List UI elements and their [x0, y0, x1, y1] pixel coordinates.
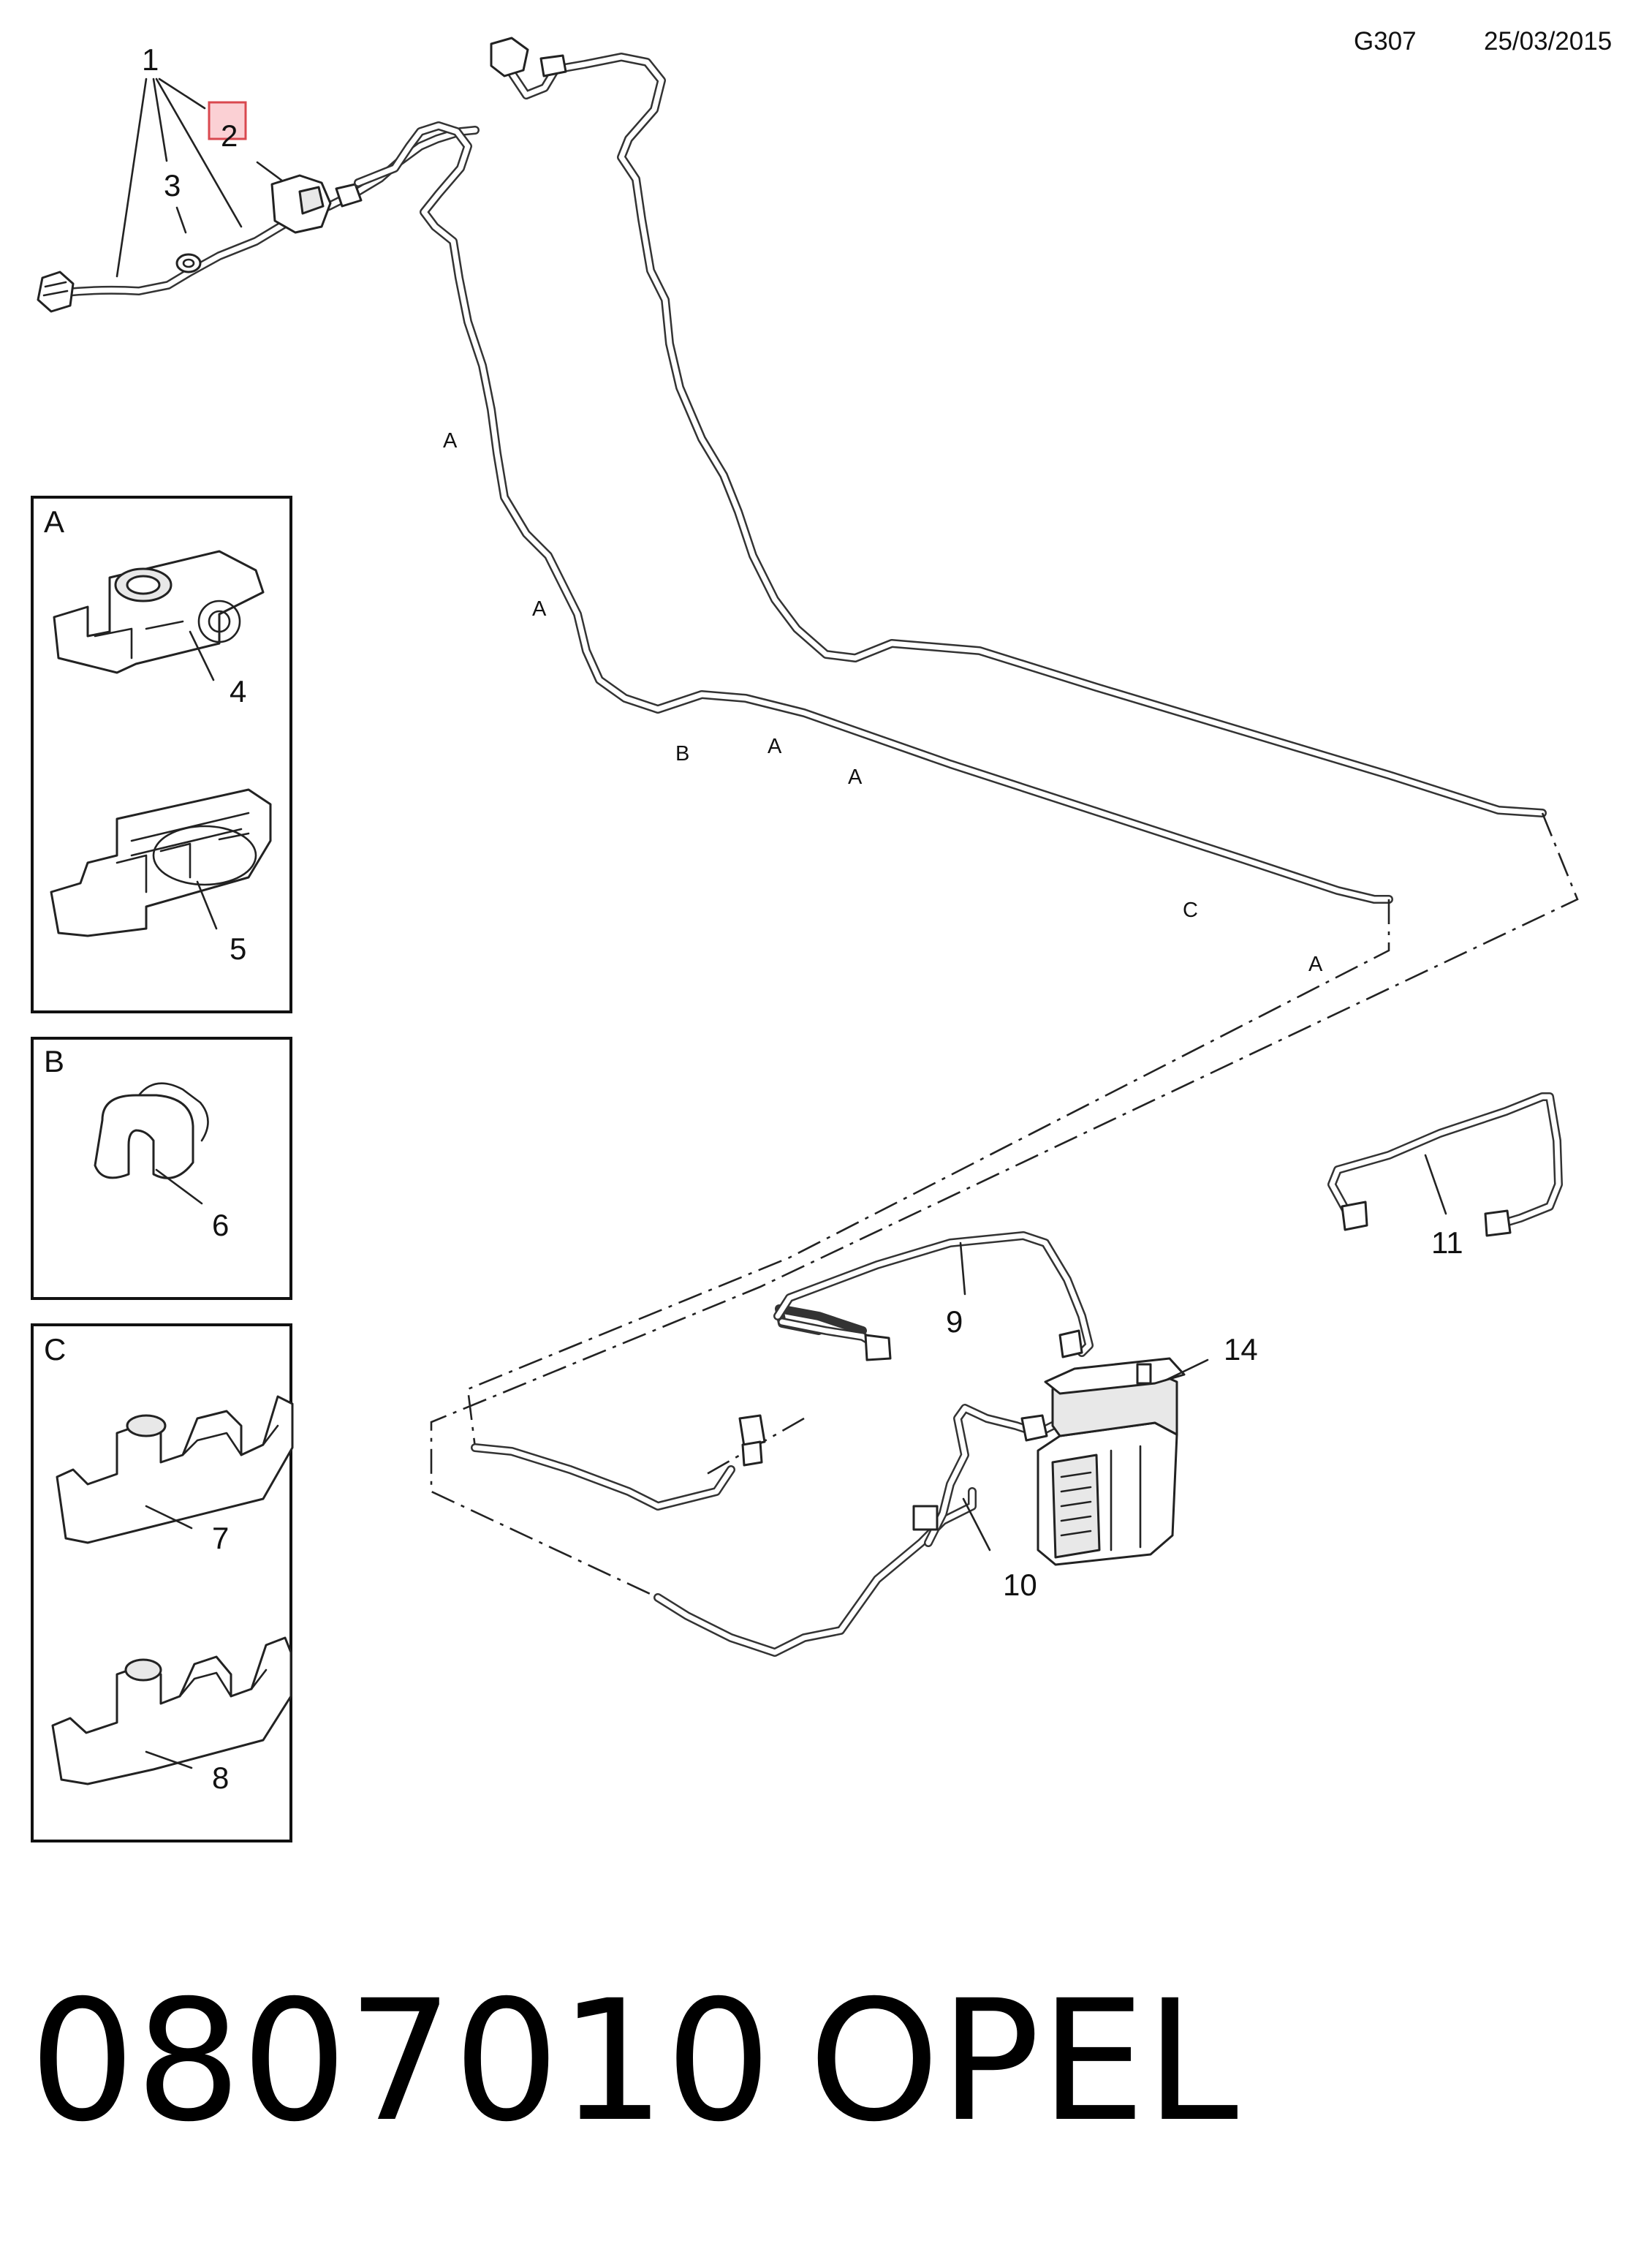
part-number: 0807010 — [29, 1964, 771, 2158]
diagram-date: 25/03/2015 — [1484, 27, 1612, 56]
leader-line-6 — [155, 1168, 203, 1205]
leader-line-7 — [145, 1505, 193, 1530]
brand-name: OPEL — [808, 1964, 1238, 2158]
continuation-line — [466, 899, 1390, 1448]
callout-10: 10 — [1003, 1568, 1037, 1602]
route-label: A — [443, 429, 458, 453]
leader-line-14 — [1164, 1358, 1209, 1382]
callout-9: 9 — [946, 1304, 963, 1339]
lower-pipe-run — [471, 1414, 977, 1657]
callout-1: 1 — [142, 42, 159, 77]
panel-a-frame — [31, 496, 292, 1013]
panel-c — [31, 1323, 294, 1842]
callout-6: 6 — [212, 1208, 229, 1242]
route-label: A — [1308, 953, 1323, 976]
pipe-connector — [912, 1505, 939, 1531]
panel-a — [31, 496, 292, 1013]
route-label: B — [675, 742, 689, 766]
callout-2: 2 — [221, 118, 238, 153]
pipe-connector — [738, 1414, 766, 1448]
sensor-assembly — [37, 78, 480, 313]
leader-line-1b — [152, 78, 168, 162]
highlight-marker — [208, 101, 247, 140]
callout-14: 14 — [1224, 1332, 1258, 1367]
panel-b-label: B — [44, 1044, 64, 1078]
pipe-11 — [1327, 1092, 1563, 1237]
clip-8 — [51, 1636, 292, 1785]
leader-line-4 — [189, 630, 215, 681]
route-label: A — [848, 766, 863, 789]
clip-7 — [56, 1395, 294, 1544]
panel-a-label: A — [44, 504, 64, 539]
callout-8: 8 — [212, 1761, 229, 1795]
pipe-10 — [912, 1404, 1057, 1551]
callout-7: 7 — [212, 1521, 229, 1555]
leader-line-3 — [175, 206, 187, 234]
fuel-pipe-run — [354, 37, 1547, 904]
panel-c-frame — [31, 1323, 292, 1842]
clip-4 — [53, 550, 265, 681]
route-label: C — [1183, 899, 1198, 922]
callout-5: 5 — [230, 931, 246, 966]
callout-3: 3 — [164, 168, 181, 203]
panel-b — [31, 1037, 292, 1300]
pipe-connector — [1341, 1201, 1368, 1231]
quick-connector — [490, 37, 529, 78]
leader-line-1c — [155, 78, 243, 228]
route-label: A — [768, 735, 782, 758]
panel-c-label: C — [44, 1332, 66, 1367]
leader-line-8 — [145, 1750, 193, 1769]
callout-4: 4 — [230, 674, 246, 708]
grommet — [175, 253, 202, 273]
route-label: A — [532, 597, 547, 621]
panel-b-frame — [31, 1037, 292, 1300]
leader-line-9 — [959, 1241, 966, 1296]
leader-line-5 — [196, 880, 218, 930]
charcoal-canister — [1037, 1357, 1209, 1566]
leader-line-11 — [1424, 1154, 1447, 1215]
continuation-line — [430, 812, 1579, 1599]
clip-6 — [94, 1082, 209, 1205]
diagram-code: G307 — [1354, 27, 1417, 56]
clip-5 — [50, 788, 272, 937]
pipe-9 — [773, 1231, 1094, 1361]
leader-line-10 — [962, 1497, 991, 1551]
leader-line-1a — [115, 78, 148, 278]
leader-line-1d — [158, 78, 206, 110]
callout-11: 11 — [1431, 1225, 1463, 1260]
